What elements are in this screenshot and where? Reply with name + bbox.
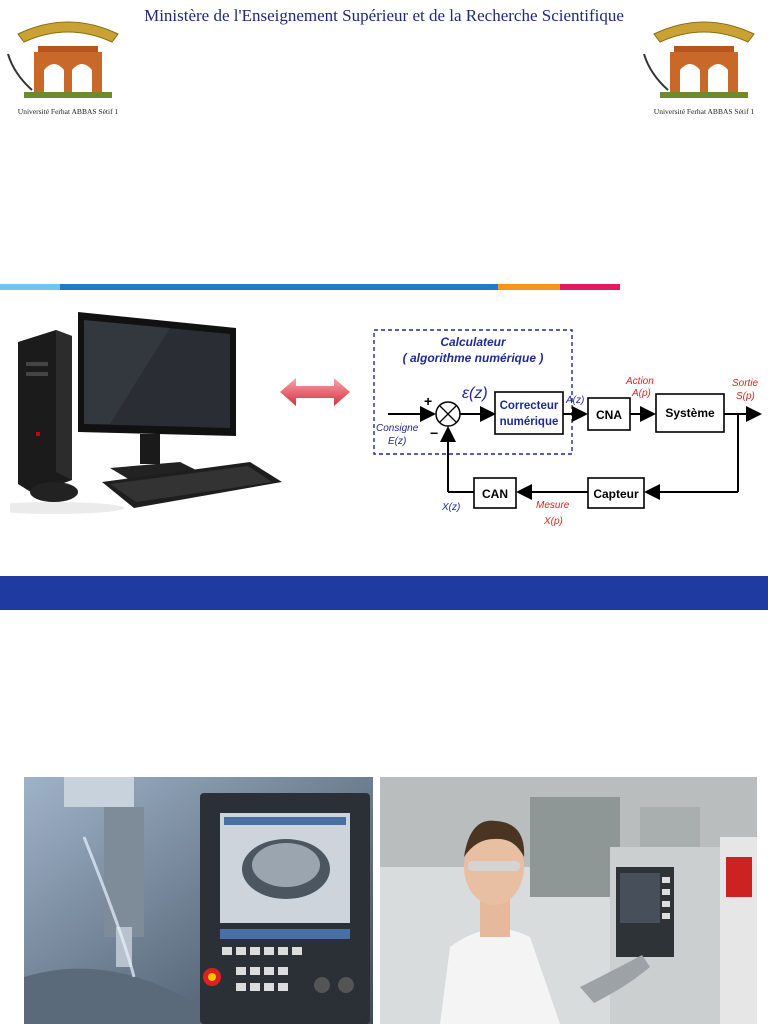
action-label: Action [625, 376, 654, 387]
can-label: CAN [482, 487, 508, 501]
calculator-subtitle: ( algorithme numérique ) [403, 351, 544, 365]
bidirectional-arrow-icon [280, 376, 350, 408]
xz-label: X(z) [441, 502, 460, 513]
cna-block [587, 397, 631, 431]
desktop-computer-image [0, 312, 286, 522]
corrector-block [494, 391, 564, 435]
section-band [0, 576, 768, 610]
system-block [655, 393, 725, 433]
university-logo: Université Ferhat ABBAS Sétif 1 [4, 14, 132, 116]
operator-photo [380, 777, 757, 1024]
setpoint-label: Consigne [376, 423, 419, 434]
cnc-machining-photo [24, 777, 373, 1024]
stripe-segment-light-blue [0, 284, 60, 290]
stripe-segment-blue [60, 284, 498, 290]
calculator-title: Calculateur [440, 335, 507, 349]
measure-symbol: X(p) [543, 516, 563, 527]
control-loop-diagram: Calculateur ( algorithme numérique ) Con… [373, 329, 762, 527]
az-label: A(z) [565, 395, 584, 406]
cna-label: CNA [596, 408, 622, 422]
ministry-title: Ministère de l'Enseignement Supérieur et… [144, 6, 624, 25]
output-label: Sortie [732, 378, 759, 389]
arch-emblem-icon [7, 21, 119, 98]
arch-emblem-icon [643, 21, 755, 98]
output-symbol: S(p) [736, 391, 755, 402]
university-logo-right: Université Ferhat ABBAS Sétif 1 [640, 14, 768, 116]
system-label: Système [665, 406, 715, 420]
corrector-label-2: numérique [500, 416, 559, 428]
error-symbol: ε(z) [462, 385, 488, 402]
logo-caption: Université Ferhat ABBAS Sétif 1 [17, 107, 119, 116]
measure-label: Mesure [536, 500, 570, 511]
plus-sign: + [424, 393, 432, 409]
calculator-boundary [373, 329, 573, 455]
sensor-label: Capteur [593, 487, 639, 501]
setpoint-symbol: E(z) [388, 436, 406, 447]
stripe-segment-pink [560, 284, 620, 290]
corrector-label-1: Correcteur [500, 400, 559, 412]
minus-sign: − [430, 425, 438, 441]
stripe-segment-orange [498, 284, 560, 290]
action-symbol: A(p) [631, 388, 651, 399]
logo-caption-right: Université Ferhat ABBAS Sétif 1 [653, 107, 755, 116]
